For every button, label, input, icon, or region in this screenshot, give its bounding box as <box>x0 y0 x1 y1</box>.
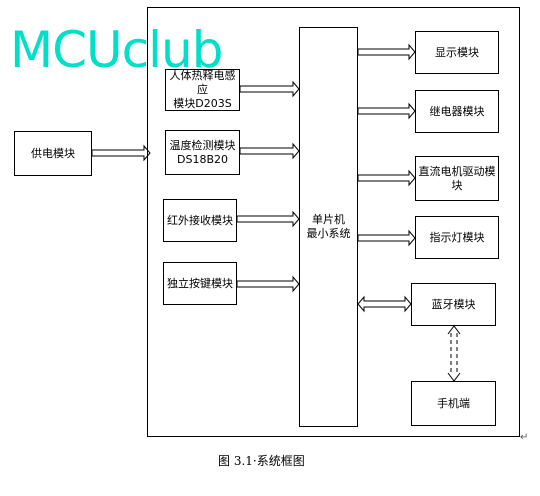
system-boundary <box>147 7 520 437</box>
arrow-mcu-to-display <box>357 43 416 61</box>
mcu-block: 单片机 最小系统 <box>299 27 358 427</box>
arrow-ir-to-mcu <box>236 210 300 228</box>
display-module-block: 显示模块 <box>415 31 499 74</box>
arrow-pir-to-mcu <box>239 80 300 98</box>
pir-sensor-block: 人体热释电感应 模块D203S <box>165 69 240 111</box>
arrow-key-to-mcu <box>236 275 300 293</box>
motor-driver-block: 直流电机驱动模块 <box>415 156 499 201</box>
watermark-logo: MCUclub <box>10 21 223 79</box>
temperature-sensor-block: 温度检测模块 DS18B20 <box>165 130 240 175</box>
ir-receiver-block: 红外接收模块 <box>163 199 237 242</box>
indicator-led-block: 指示灯模块 <box>415 216 499 259</box>
key-module-block: 独立按键模块 <box>163 262 237 305</box>
arrow-mcu-to-relay <box>357 102 416 120</box>
arrow-mcu-bluetooth-bidirectional <box>357 295 412 313</box>
relay-module-block: 继电器模块 <box>415 90 499 133</box>
paragraph-mark-icon: ↵ <box>520 432 529 443</box>
arrow-mcu-to-led <box>357 229 416 247</box>
power-module-block: 供电模块 <box>14 131 92 176</box>
bluetooth-module-block: 蓝牙模块 <box>411 283 496 326</box>
arrow-power-to-system <box>91 144 151 162</box>
figure-caption: 图 3.1·系统框图 <box>218 454 305 468</box>
arrow-temp-to-mcu <box>239 142 300 160</box>
arrow-bluetooth-phone-dashed <box>450 333 458 374</box>
phone-block: 手机端 <box>411 381 496 426</box>
arrow-mcu-to-motor <box>357 169 416 187</box>
